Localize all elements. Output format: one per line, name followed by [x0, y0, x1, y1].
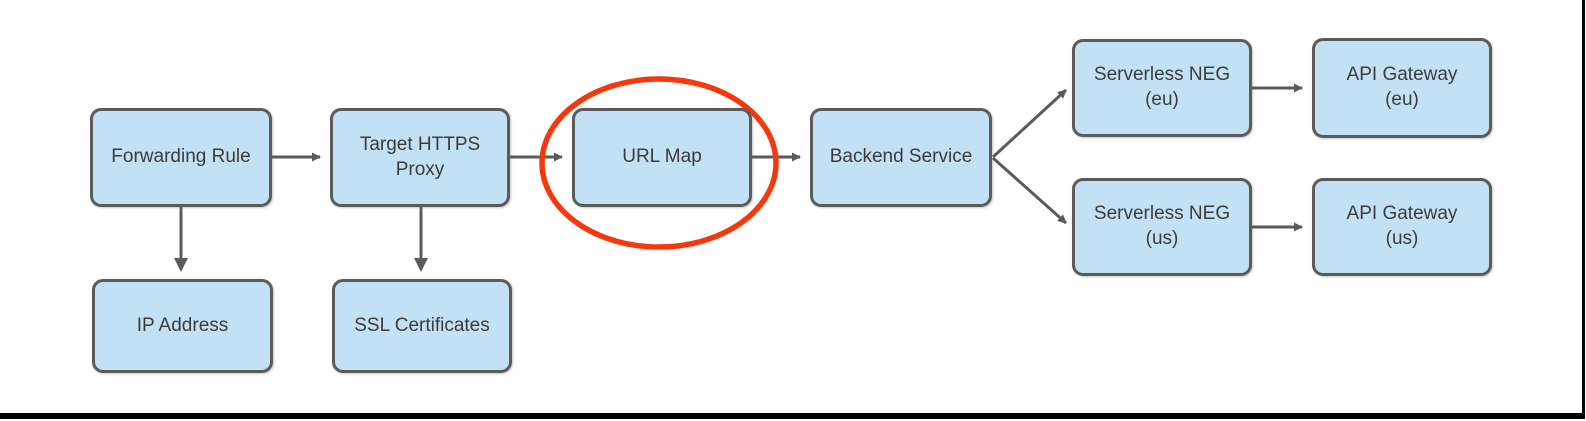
node-url-map: URL Map — [572, 108, 752, 207]
node-backend-service: Backend Service — [810, 108, 992, 207]
node-serverless-neg-eu: Serverless NEG (eu) — [1072, 39, 1252, 137]
frame-bottom-edge — [0, 413, 1584, 419]
node-forwarding-rule: Forwarding Rule — [90, 108, 272, 207]
node-api-gateway-us: API Gateway (us) — [1312, 178, 1492, 276]
node-ssl-certificates: SSL Certificates — [332, 279, 512, 373]
frame-right-edge — [1582, 0, 1585, 419]
node-target-https-proxy: Target HTTPS Proxy — [330, 108, 510, 207]
edge-backend-service-to-serverless-neg-us — [992, 156, 1067, 225]
node-ip-address: IP Address — [92, 279, 273, 373]
edge-backend-service-to-serverless-neg-eu — [991, 88, 1068, 159]
node-serverless-neg-us: Serverless NEG (us) — [1072, 178, 1252, 276]
node-api-gateway-eu: API Gateway (eu) — [1312, 38, 1492, 138]
